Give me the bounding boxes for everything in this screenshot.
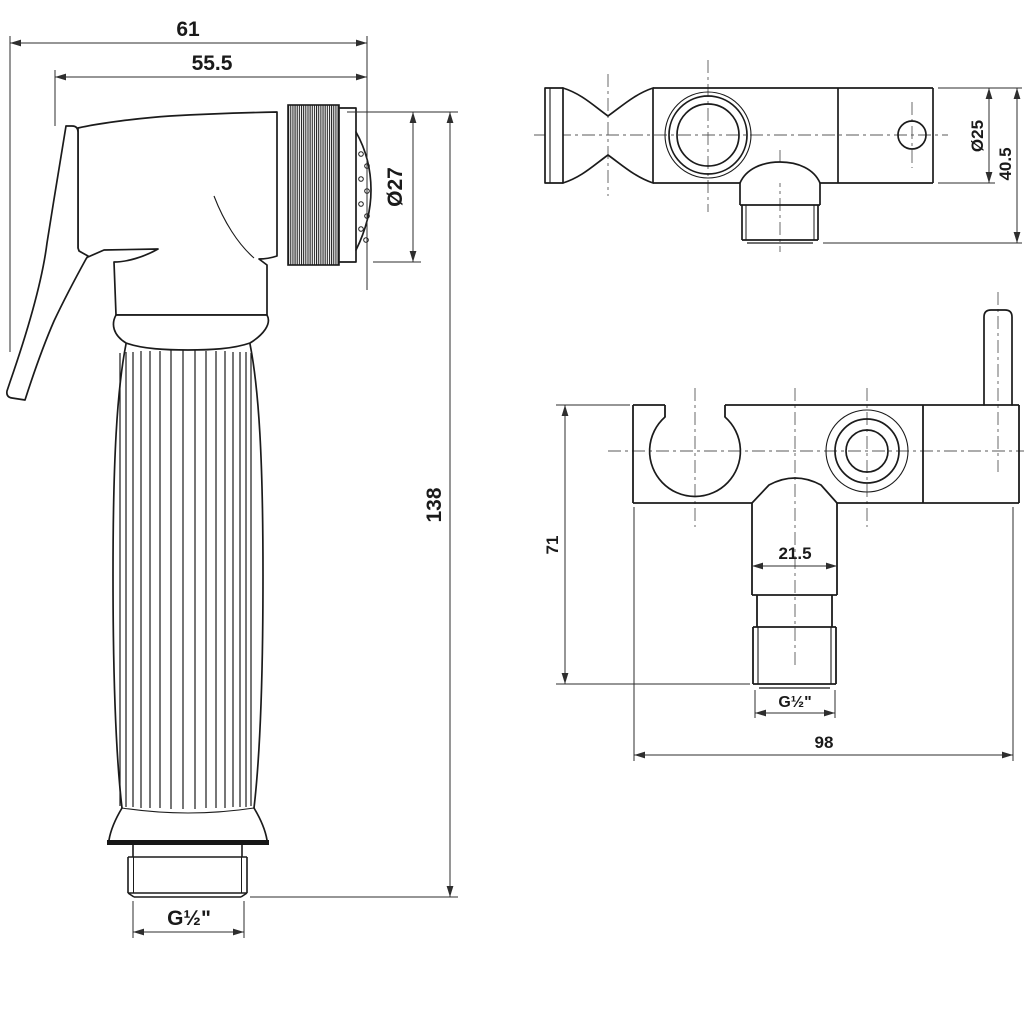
sprayer-bell: [112, 314, 270, 351]
sprayer-handle-left-edge: [112, 343, 127, 809]
dim-sprayer-overall-height: 138: [250, 112, 458, 898]
dim-bracket-overall-width: 98: [633, 507, 1014, 761]
sprayer-spray-face: [355, 131, 372, 251]
dim-bracket-stem-width-label: 21.5: [778, 544, 811, 563]
dim-sprayer-head-diameter-label: Ø27: [384, 167, 407, 207]
bracket-top-view: Ø25 40.5: [534, 60, 1022, 252]
bracket-bore-inner-circle: [676, 103, 740, 167]
dim-bracket-depth: 40.5: [823, 88, 1022, 244]
sprayer-head-body: [77, 111, 278, 316]
sprayer-knurled-ring: [287, 104, 340, 266]
bracket-front-view: 71 21.5 G½" 98: [543, 292, 1024, 761]
dim-sprayer-head-width: 55.5: [54, 52, 367, 126]
bracket-stem-shoulder: [751, 477, 838, 504]
dim-sprayer-overall-height-label: 138: [423, 487, 446, 522]
bracket-valve-mid-circle: [834, 418, 900, 484]
bracket-stem: [751, 503, 838, 689]
dim-bracket-thread: G½": [754, 690, 836, 718]
bracket-clip-cutout: [648, 416, 742, 498]
dim-sprayer-thread: G½": [132, 901, 245, 938]
sprayer-face-band: [338, 107, 357, 263]
dim-bracket-stem-width: 21.5: [752, 544, 837, 570]
sprayer-ribs-bottom-arc: [121, 807, 255, 814]
bracket-holder-bottom-curve: [562, 154, 654, 184]
dim-sprayer-overall-width-label: 61: [176, 18, 200, 41]
bracket-valve-inner-circle: [845, 429, 889, 473]
dim-bracket-thread-label: G½": [778, 694, 811, 711]
sprayer-handle-ribs: [119, 350, 252, 809]
dim-sprayer-thread-label: G½": [167, 907, 211, 930]
sprayer-flare-right: [253, 807, 268, 841]
dim-sprayer-overall-width: 61: [9, 18, 368, 352]
bracket-holder-top-curve: [562, 87, 654, 117]
bracket-outlet-thread: [739, 183, 821, 244]
bracket-screw-hole: [897, 120, 927, 150]
dim-sprayer-head-width-label: 55.5: [192, 52, 233, 75]
bracket-holder-cap: [544, 87, 564, 184]
sprayer-collar-disc: [107, 840, 269, 845]
dim-bracket-depth-label: 40.5: [996, 147, 1015, 180]
dim-bracket-height: 71: [543, 404, 750, 685]
bracket-top-body: [652, 87, 934, 184]
dim-bracket-bore-label: Ø25: [968, 120, 987, 152]
dim-bracket-height-label: 71: [543, 536, 562, 555]
bracket-pin: [983, 309, 1013, 406]
sprayer-flare-left: [108, 807, 123, 841]
dim-bracket-overall-width-label: 98: [815, 733, 834, 752]
sprayer-trigger-lever: [6, 125, 89, 401]
dim-sprayer-head-diameter: Ø27: [347, 111, 458, 263]
bracket-front-body: [632, 404, 1020, 504]
bracket-valve-outer-circle: [825, 409, 909, 493]
sprayer-side-view: 61 55.5 Ø27 138: [6, 18, 458, 938]
sprayer-inlet-connector: [127, 845, 248, 898]
sprayer-body-fillet: [213, 195, 255, 259]
bracket-outlet-dome: [739, 161, 821, 184]
bracket-bore-mid-circle: [668, 95, 748, 175]
bracket-bore-outer-circle: [664, 91, 752, 179]
dim-bracket-bore: Ø25: [938, 87, 1022, 184]
sprayer-handle-right-edge: [249, 343, 264, 809]
